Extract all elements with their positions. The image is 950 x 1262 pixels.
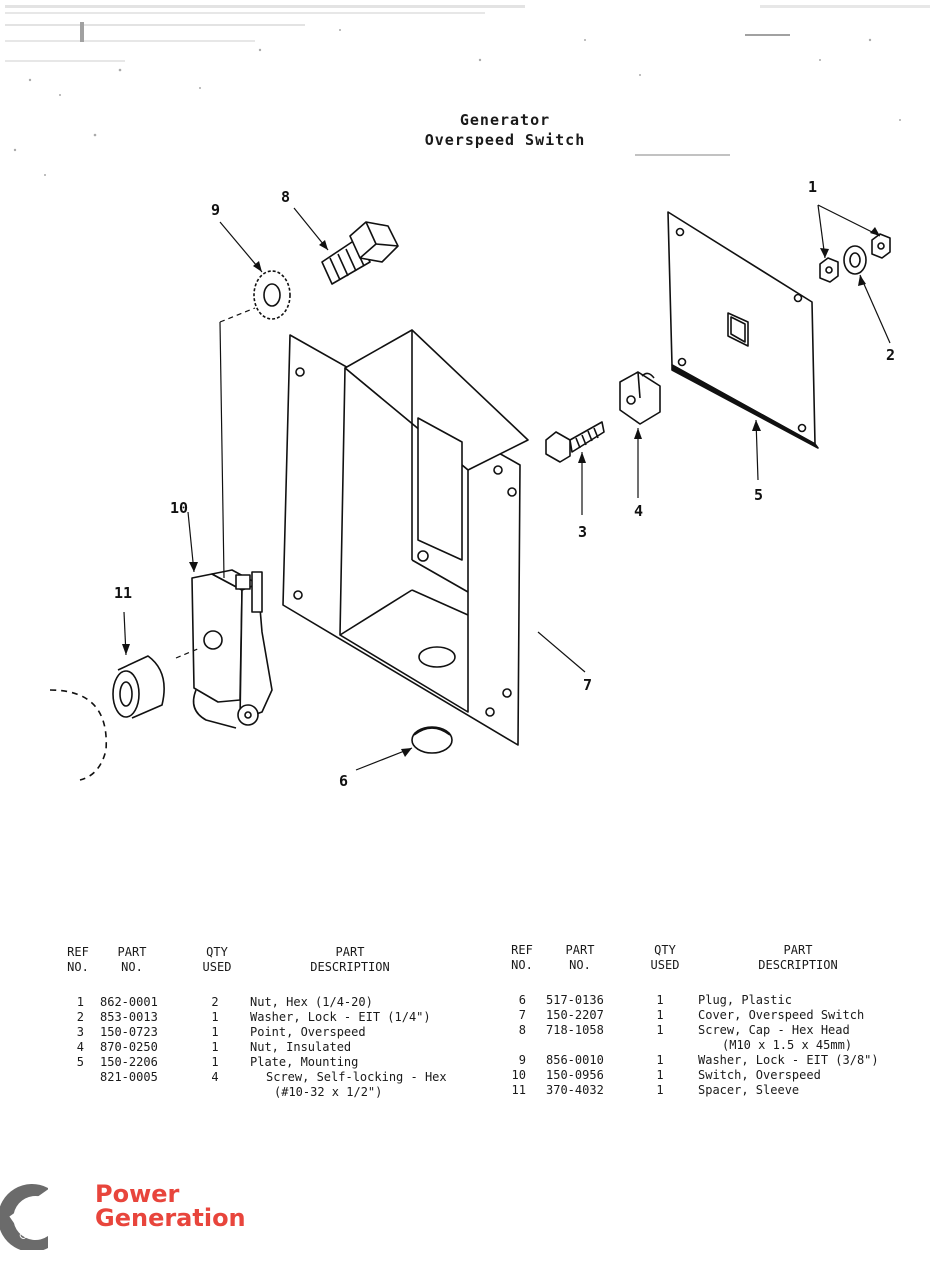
qty-cell: 2: [211, 995, 219, 1009]
qty-cell: 1: [211, 1055, 219, 1069]
callout-9: 9: [211, 201, 220, 219]
ref-cell: 4: [76, 1040, 84, 1054]
qty-cell: 4: [211, 1070, 219, 1084]
part-no-cell: 718-1058: [546, 1023, 604, 1037]
page-title: Generator Overspeed Switch: [400, 110, 610, 150]
qty-cell: 1: [656, 993, 664, 1007]
description-cell: Switch, Overspeed: [698, 1068, 821, 1082]
lock-washer: [843, 245, 867, 275]
description-cell: (M10 x 1.5 x 45mm): [722, 1038, 853, 1052]
ref-cell: 6: [518, 993, 526, 1007]
description-cell: Washer, Lock - EIT (1/4"): [250, 1010, 431, 1024]
part-no-cell: 150-0956: [546, 1068, 604, 1082]
callout-4: 4: [634, 502, 643, 520]
description-cell: Nut, Hex (1/4-20): [250, 995, 373, 1009]
part-no-cell: 370-4032: [546, 1083, 604, 1097]
cover-plate: [667, 211, 819, 449]
overspeed-switch: [191, 569, 273, 729]
part-no-cell: 150-2206: [100, 1055, 158, 1069]
power-generation-logo-text: Power Generation: [95, 1182, 246, 1230]
leader-lines: [123, 204, 891, 771]
description-cell: Spacer, Sleeve: [698, 1083, 800, 1097]
title-line-1: Generator: [459, 111, 551, 129]
ref-cell: 1: [76, 995, 84, 1009]
mounting-plate-housing: [282, 329, 529, 746]
part-no-cell: 150-0723: [100, 1025, 158, 1039]
title-line-2: Overspeed Switch: [424, 131, 586, 149]
ref-cell: 7: [518, 1008, 526, 1022]
description-cell: Plug, Plastic: [698, 993, 792, 1007]
ref-cell: 10: [511, 1068, 526, 1082]
part-no-cell: 821-0005: [100, 1070, 158, 1084]
callout-1: 1: [808, 178, 817, 196]
ref-cell: 5: [76, 1055, 84, 1069]
ref-cell: 3: [76, 1025, 84, 1039]
part-no-cell: 517-0136: [546, 993, 604, 1007]
description-cell: (#10-32 x 1/2"): [274, 1085, 383, 1099]
callout-7: 7: [583, 676, 592, 694]
part-no-cell: 853-0013: [100, 1010, 158, 1024]
qty-cell: 1: [656, 1008, 664, 1022]
hex-nut-pair: [819, 233, 891, 283]
exploded-view-drawing: 1 2 3 4 5 6 7 8 9 10 11: [49, 178, 895, 790]
qty-cell: 1: [656, 1023, 664, 1037]
callout-2: 2: [886, 346, 895, 364]
logo-line-power: Power: [95, 1180, 180, 1208]
ref-cell: 8: [518, 1023, 526, 1037]
description-cell: Cover, Overspeed Switch: [698, 1008, 865, 1022]
description-cell: Washer, Lock - EIT (3/8"): [698, 1053, 879, 1067]
ref-cell: 9: [518, 1053, 526, 1067]
callout-5: 5: [754, 486, 763, 504]
callout-6: 6: [339, 772, 348, 790]
cummins-logo: Cummins: [0, 1182, 67, 1250]
callout-3: 3: [578, 523, 587, 541]
plastic-plug: [411, 726, 453, 754]
qty-cell: 1: [211, 1010, 219, 1024]
description-cell: Screw, Self-locking - Hex: [266, 1070, 447, 1084]
description-cell: Nut, Insulated: [250, 1040, 352, 1054]
qty-cell: 1: [656, 1068, 664, 1082]
part-no-cell: 150-2207: [546, 1008, 604, 1022]
part-no-cell: 856-0010: [546, 1053, 604, 1067]
cap-screw-hex-head: [321, 221, 399, 285]
spacer-sleeve: [112, 655, 165, 719]
description-cell: Screw, Cap - Hex Head: [698, 1023, 850, 1037]
insulated-nut: [619, 371, 661, 425]
logo-line-generation: Generation: [95, 1204, 246, 1232]
description-cell: Point, Overspeed: [250, 1025, 366, 1039]
ref-cell: 11: [511, 1083, 526, 1097]
overspeed-point-screw: [545, 421, 605, 463]
part-no-cell: 870-0250: [100, 1040, 158, 1054]
reference-outline: [49, 689, 107, 781]
ref-cell: 2: [76, 1010, 84, 1024]
callout-8: 8: [281, 188, 290, 206]
callout-10: 10: [170, 499, 188, 517]
part-no-cell: 862-0001: [100, 995, 158, 1009]
qty-cell: 1: [211, 1040, 219, 1054]
description-cell: Plate, Mounting: [250, 1055, 359, 1069]
toothed-lock-washer: [253, 270, 291, 320]
qty-cell: 1: [656, 1083, 664, 1097]
scan-noise: [5, 5, 930, 176]
qty-cell: 1: [211, 1025, 219, 1039]
qty-cell: 1: [656, 1053, 664, 1067]
callout-11: 11: [114, 584, 132, 602]
